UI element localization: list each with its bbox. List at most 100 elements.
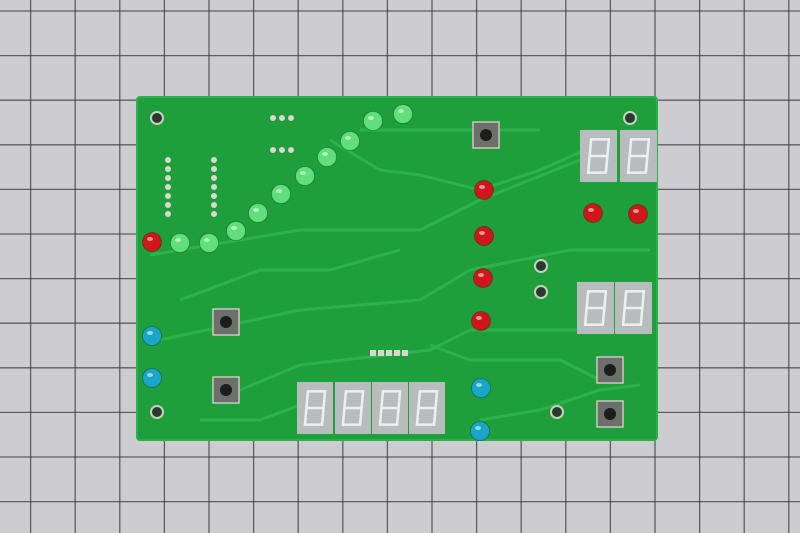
green-led [363,111,383,131]
solder-pad [211,211,217,217]
tactile-button [212,376,240,404]
mounting-hole [150,405,164,419]
led-highlight [175,238,181,242]
solder-pad [165,157,171,163]
solder-pad [211,175,217,181]
solder-pad [165,211,171,217]
solder-pad [211,184,217,190]
mounting-hole [550,405,564,419]
seven-segment-digit [615,282,652,334]
digit-segments [303,390,327,426]
led-highlight [147,331,153,335]
led-highlight [300,171,306,175]
seven-segment-digit [335,382,371,434]
green-led [170,233,190,253]
seven-segment-displays [297,130,657,434]
green-led [199,233,219,253]
trace [159,248,650,342]
led-highlight [476,316,482,320]
digit-segments [415,390,439,426]
led-highlight [147,237,153,241]
solder-pad [165,202,171,208]
blue-led [471,378,491,398]
led-highlight [253,208,259,212]
green-led [340,131,360,151]
green-led [317,147,337,167]
red-led [628,204,648,224]
led-highlight [478,273,484,277]
button-body [212,308,240,336]
digit-segments [626,138,651,174]
red-led [583,203,603,223]
led-highlight [276,189,282,193]
trace [329,138,586,192]
solder-pad [270,147,276,153]
led-highlight [588,208,594,212]
solder-pad [165,193,171,199]
trace [479,383,641,422]
header-pin [402,350,408,356]
led-highlight [147,373,153,377]
green-led [226,221,246,241]
red-led [142,232,162,252]
trace [200,403,301,422]
green-led [393,104,413,124]
mounting-hole [150,111,164,125]
trace [179,248,401,302]
digit-segments [586,138,611,174]
mounting-hole [534,285,548,299]
red-led [474,226,494,246]
solder-pad [165,175,171,181]
solder-pad [165,166,171,172]
solder-pad [270,115,276,121]
solder-pad [211,157,217,163]
button-body [472,121,500,149]
solder-pad [279,115,285,121]
led-highlight [345,136,351,140]
solder-pad [279,147,285,153]
seven-segment-digit [577,282,614,334]
led-highlight [204,238,210,242]
solder-pad [211,193,217,199]
solder-pad [211,202,217,208]
led-highlight [479,231,485,235]
trace [429,343,601,382]
mounting-holes [150,111,637,419]
blue-led [470,421,490,441]
circuit-board [136,96,658,441]
seven-segment-digit [297,382,333,434]
tactile-button [212,308,240,336]
led-highlight [476,383,482,387]
led-highlight [322,152,328,156]
red-led [474,180,494,200]
tactile-button [472,121,500,149]
tactile-buttons [212,121,624,428]
digit-segments [621,290,646,326]
led-highlight [475,426,481,430]
seven-segment-digit [409,382,445,434]
led-highlight [231,226,237,230]
solder-pad [165,184,171,190]
tactile-button [596,400,624,428]
button-cap [604,364,616,376]
solder-pad [288,115,294,121]
leds [142,104,648,441]
mounting-hole [623,111,637,125]
header-pin [394,350,400,356]
button-cap [220,316,232,328]
green-led [271,184,291,204]
led-highlight [633,209,639,213]
trace [149,158,581,257]
header-pin [386,350,392,356]
led-highlight [479,185,485,189]
seven-segment-digit [580,130,617,182]
green-led [248,203,268,223]
digit-segments [583,290,608,326]
solder-pad [211,166,217,172]
blue-led [142,368,162,388]
seven-segment-digit [372,382,408,434]
button-cap [220,384,232,396]
button-cap [480,129,492,141]
solder-pad [288,147,294,153]
